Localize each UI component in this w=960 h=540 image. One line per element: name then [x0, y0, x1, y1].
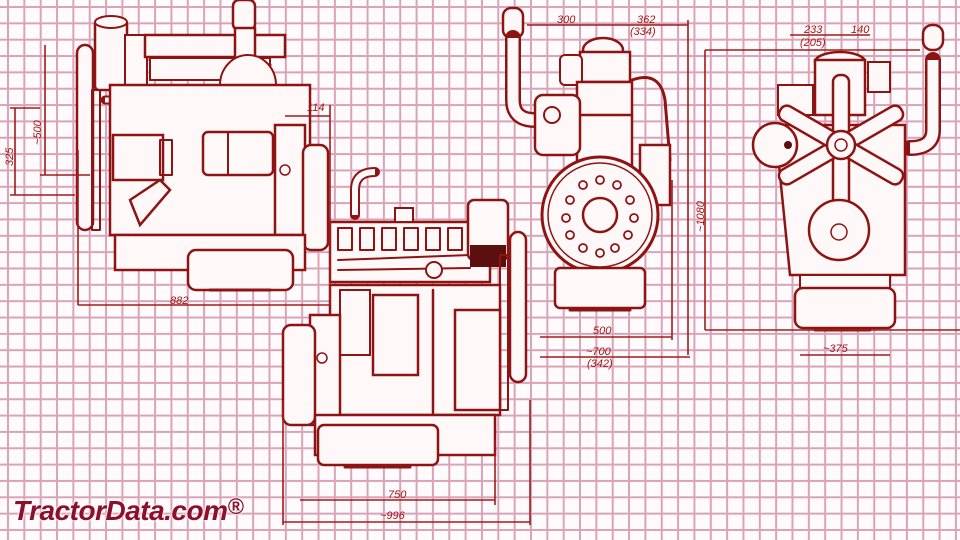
front-view	[751, 23, 945, 332]
dim-label-205: (205)	[800, 37, 826, 49]
dim-label-140: 140	[851, 24, 870, 36]
tractordata-logo[interactable]: TractorData.com®	[13, 494, 244, 527]
dim-label-362: 362	[637, 14, 656, 26]
side-view-left	[75, 0, 330, 292]
rear-view	[501, 6, 672, 312]
dim-label-342: (342)	[587, 358, 613, 370]
dim-label-375: ~375	[823, 343, 848, 355]
dim-label-1080: ~1080	[695, 201, 707, 232]
logo-text: TractorData.com	[13, 495, 228, 526]
dim-label-700: ~700	[586, 346, 611, 358]
side-view-right	[281, 167, 528, 469]
dim-label-300: 300	[557, 14, 576, 26]
dim-label-500-rear: 500	[593, 325, 612, 337]
dim-label-334: (334)	[630, 26, 656, 38]
dim-label-114: 114	[307, 102, 325, 114]
dim-label-500: ~500	[32, 120, 44, 145]
dim-label-996: ~996	[380, 510, 405, 522]
dim-label-233: 233	[804, 24, 823, 36]
dim-label-882: 882	[170, 295, 189, 307]
dimension-lines	[10, 20, 960, 525]
registered-mark: ®	[227, 494, 244, 519]
dim-label-325: 325	[4, 147, 16, 166]
dim-label-750: 750	[388, 489, 407, 501]
